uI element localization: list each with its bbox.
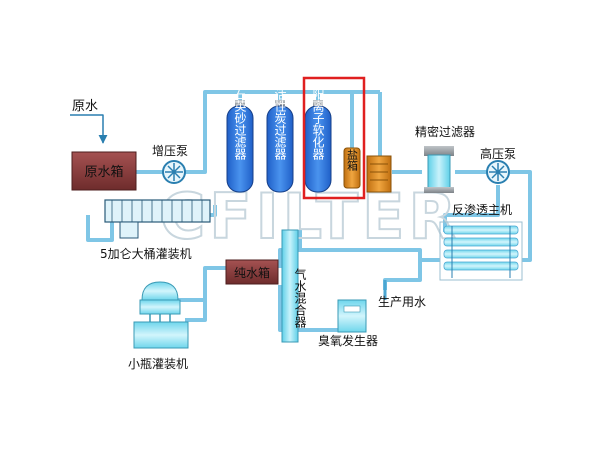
label-high-pressure-pump: 高压泵 xyxy=(480,146,516,161)
label-raw-water: 原水 xyxy=(72,99,98,114)
barrel-filling-machine xyxy=(104,199,211,239)
precision-filter xyxy=(424,146,454,193)
activated-carbon-filter xyxy=(266,100,294,193)
pipe-pump-to-filters xyxy=(185,90,240,174)
brine-tank xyxy=(366,155,392,193)
label-raw-tank: 原水箱 xyxy=(84,164,123,180)
booster-pump-icon xyxy=(162,160,186,184)
label-pure-tank: 纯水箱 xyxy=(234,265,270,280)
label-production-water: 生产用水 xyxy=(378,295,426,309)
label-bottle-filler: 小瓶灌装机 xyxy=(128,357,188,371)
pure-water-tank xyxy=(225,259,279,285)
ozone-generator xyxy=(337,299,367,333)
gas-water-mixer xyxy=(281,229,299,343)
label-softener: 阳离子软化器 xyxy=(311,88,325,161)
label-precision-filter: 精密过滤器 xyxy=(415,124,475,139)
label-booster-pump: 增压泵 xyxy=(152,144,188,158)
softener-highlight-box xyxy=(302,76,366,200)
high-pressure-pump-icon xyxy=(486,160,510,184)
pipe-network xyxy=(70,90,532,332)
label-carbon-filter: 活性炭过滤器 xyxy=(273,88,287,161)
raw-water-inlet-arrow xyxy=(70,114,108,144)
ro-membrane-rack xyxy=(439,221,523,281)
raw-water-tank xyxy=(71,151,137,191)
salt-tank xyxy=(343,147,361,189)
label-barrel-filler: 5加仑大桶灌装机 xyxy=(100,246,192,261)
label-gas-mixer: 气水混合器 xyxy=(293,267,307,329)
quartz-sand-filter xyxy=(226,100,254,193)
label-quartz-filter: 石英砂过滤器 xyxy=(233,88,247,161)
bottle-filling-machine xyxy=(133,281,189,349)
label-salt-tank: 盐箱 xyxy=(346,149,359,172)
label-ro-host: 反渗透主机 xyxy=(452,202,512,217)
label-ozone-generator: 臭氧发生器 xyxy=(318,333,378,348)
